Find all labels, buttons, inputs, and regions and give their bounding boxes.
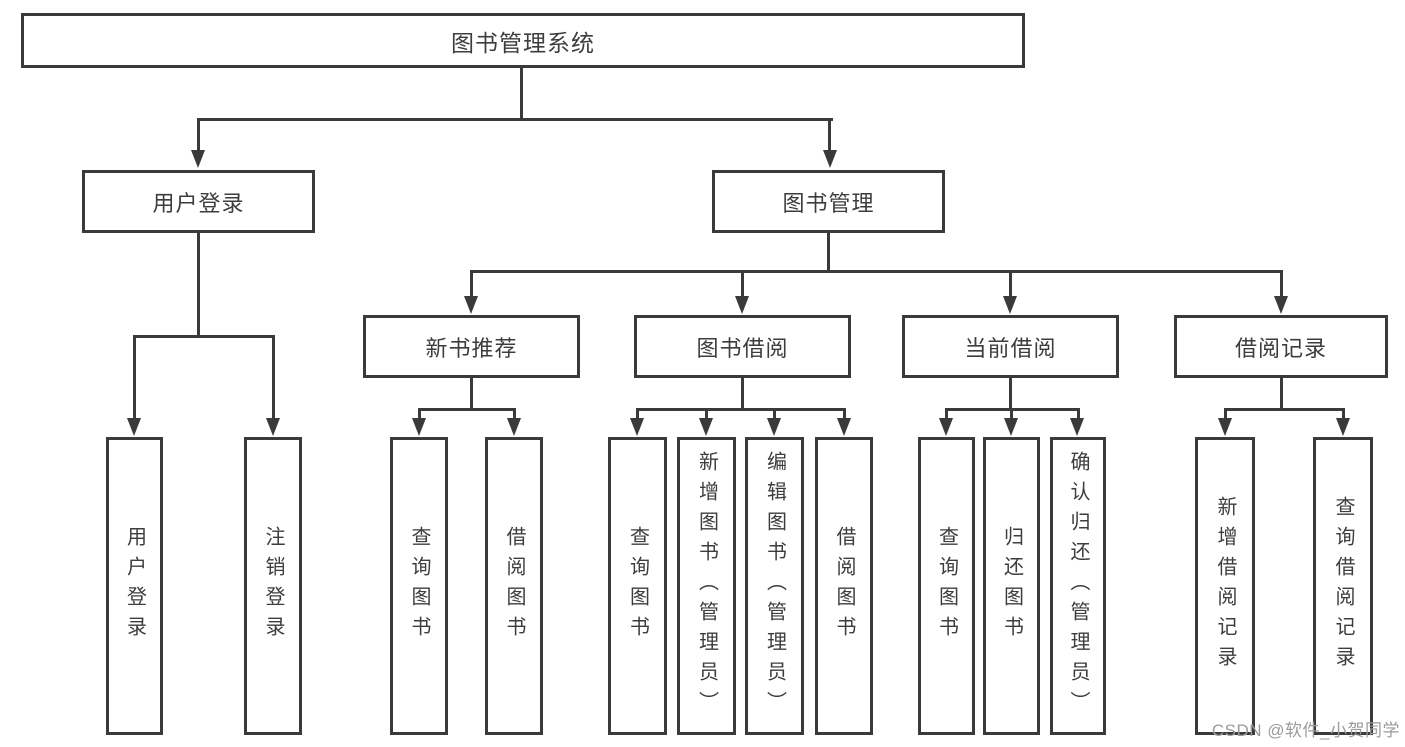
connector-line bbox=[945, 408, 948, 420]
connector-line bbox=[520, 68, 523, 118]
leaf-borrow-books-recommend: 借阅图书 bbox=[485, 437, 543, 735]
arrowhead-down-icon bbox=[735, 296, 749, 314]
connector-line bbox=[470, 270, 473, 298]
connector-line bbox=[272, 335, 275, 419]
watermark: CSDN @软件_小贺同学 bbox=[1211, 721, 1400, 740]
arrowhead-down-icon bbox=[1274, 296, 1288, 314]
arrowhead-down-icon bbox=[939, 418, 953, 436]
leaf-label: 借阅图书 bbox=[503, 526, 525, 646]
connector-line bbox=[1280, 270, 1283, 298]
connector-line bbox=[1342, 408, 1345, 420]
leaf-label: 归还图书 bbox=[1000, 526, 1023, 646]
arrowhead-down-icon bbox=[1003, 296, 1017, 314]
leaf-label: 注销登录 bbox=[262, 526, 284, 646]
arrowhead-down-icon bbox=[127, 418, 141, 436]
leaf-return-book: 归还图书 bbox=[983, 437, 1040, 735]
node-label: 用户登录 bbox=[152, 190, 245, 216]
node-label: 当前借阅 bbox=[964, 335, 1057, 361]
connector-line bbox=[843, 408, 846, 420]
node-user-login: 用户登录 bbox=[82, 170, 315, 233]
node-label: 图书管理系统 bbox=[451, 29, 595, 56]
leaf-logout: 注销登录 bbox=[244, 437, 302, 735]
connector-line bbox=[418, 408, 421, 420]
leaf-label: 编辑图书（管理员） bbox=[763, 451, 786, 721]
connector-line bbox=[1224, 408, 1344, 411]
leaf-label: 查询图书 bbox=[935, 526, 958, 646]
connector-line bbox=[133, 335, 136, 419]
leaf-borrow-books-2: 借阅图书 bbox=[815, 437, 873, 735]
leaf-query-books-current: 查询图书 bbox=[918, 437, 975, 735]
connector-line bbox=[1009, 270, 1012, 298]
connector-line bbox=[418, 408, 515, 411]
leaf-label: 查询图书 bbox=[408, 526, 430, 646]
node-book-management: 图书管理 bbox=[712, 170, 945, 233]
arrowhead-down-icon bbox=[1218, 418, 1232, 436]
leaf-confirm-return-admin: 确认归还（管理员） bbox=[1050, 437, 1106, 735]
leaf-query-books-borrow: 查询图书 bbox=[608, 437, 667, 735]
connector-line bbox=[827, 233, 830, 270]
connector-line bbox=[1009, 378, 1012, 408]
connector-line bbox=[197, 118, 833, 121]
node-book-borrow: 图书借阅 bbox=[634, 315, 851, 378]
leaf-add-borrow-record: 新增借阅记录 bbox=[1195, 437, 1255, 735]
arrowhead-down-icon bbox=[266, 418, 280, 436]
leaf-query-books-recommend: 查询图书 bbox=[390, 437, 448, 735]
leaf-query-borrow-record: 查询借阅记录 bbox=[1313, 437, 1373, 735]
connector-line bbox=[636, 408, 845, 411]
arrowhead-down-icon bbox=[699, 418, 713, 436]
connector-line bbox=[741, 270, 744, 298]
arrowhead-down-icon bbox=[767, 418, 781, 436]
connector-line bbox=[470, 270, 1282, 273]
connector-line bbox=[741, 378, 744, 408]
leaf-add-book-admin: 新增图书（管理员） bbox=[677, 437, 736, 735]
node-label: 图书借阅 bbox=[696, 335, 789, 361]
arrowhead-down-icon bbox=[1336, 418, 1350, 436]
arrowhead-down-icon bbox=[507, 418, 521, 436]
node-label: 新书推荐 bbox=[425, 335, 518, 361]
node-current-borrow: 当前借阅 bbox=[902, 315, 1119, 378]
connector-line bbox=[636, 408, 639, 420]
connector-line bbox=[1077, 408, 1080, 420]
connector-line bbox=[773, 408, 776, 420]
node-label: 图书管理 bbox=[782, 190, 875, 216]
arrowhead-down-icon bbox=[1070, 418, 1084, 436]
connector-line bbox=[197, 233, 200, 335]
arrowhead-down-icon bbox=[412, 418, 426, 436]
connector-line bbox=[470, 378, 473, 408]
leaf-label: 新增借阅记录 bbox=[1214, 496, 1236, 676]
leaf-label: 查询图书 bbox=[626, 526, 649, 646]
connector-line bbox=[197, 118, 200, 152]
connector-line bbox=[513, 408, 516, 420]
leaf-label: 确认归还（管理员） bbox=[1067, 451, 1089, 721]
connector-line bbox=[1224, 408, 1227, 420]
node-label: 借阅记录 bbox=[1234, 335, 1327, 361]
leaf-label: 用户登录 bbox=[123, 526, 146, 646]
leaf-label: 新增图书（管理员） bbox=[695, 451, 718, 721]
connector-line bbox=[705, 408, 708, 420]
arrowhead-down-icon bbox=[823, 150, 837, 168]
node-new-book-recommend: 新书推荐 bbox=[363, 315, 580, 378]
leaf-edit-book-admin: 编辑图书（管理员） bbox=[745, 437, 804, 735]
arrowhead-down-icon bbox=[464, 296, 478, 314]
connector-line bbox=[133, 335, 275, 338]
connector-line bbox=[828, 118, 831, 152]
leaf-user-login: 用户登录 bbox=[106, 437, 163, 735]
arrowhead-down-icon bbox=[1004, 418, 1018, 436]
node-root: 图书管理系统 bbox=[21, 13, 1025, 68]
leaf-label: 查询借阅记录 bbox=[1332, 496, 1354, 676]
leaf-label: 借阅图书 bbox=[833, 526, 855, 646]
arrowhead-down-icon bbox=[630, 418, 644, 436]
arrowhead-down-icon bbox=[191, 150, 205, 168]
arrowhead-down-icon bbox=[837, 418, 851, 436]
connector-line bbox=[1010, 408, 1013, 420]
connector-line bbox=[1280, 378, 1283, 408]
node-borrow-records: 借阅记录 bbox=[1174, 315, 1388, 378]
